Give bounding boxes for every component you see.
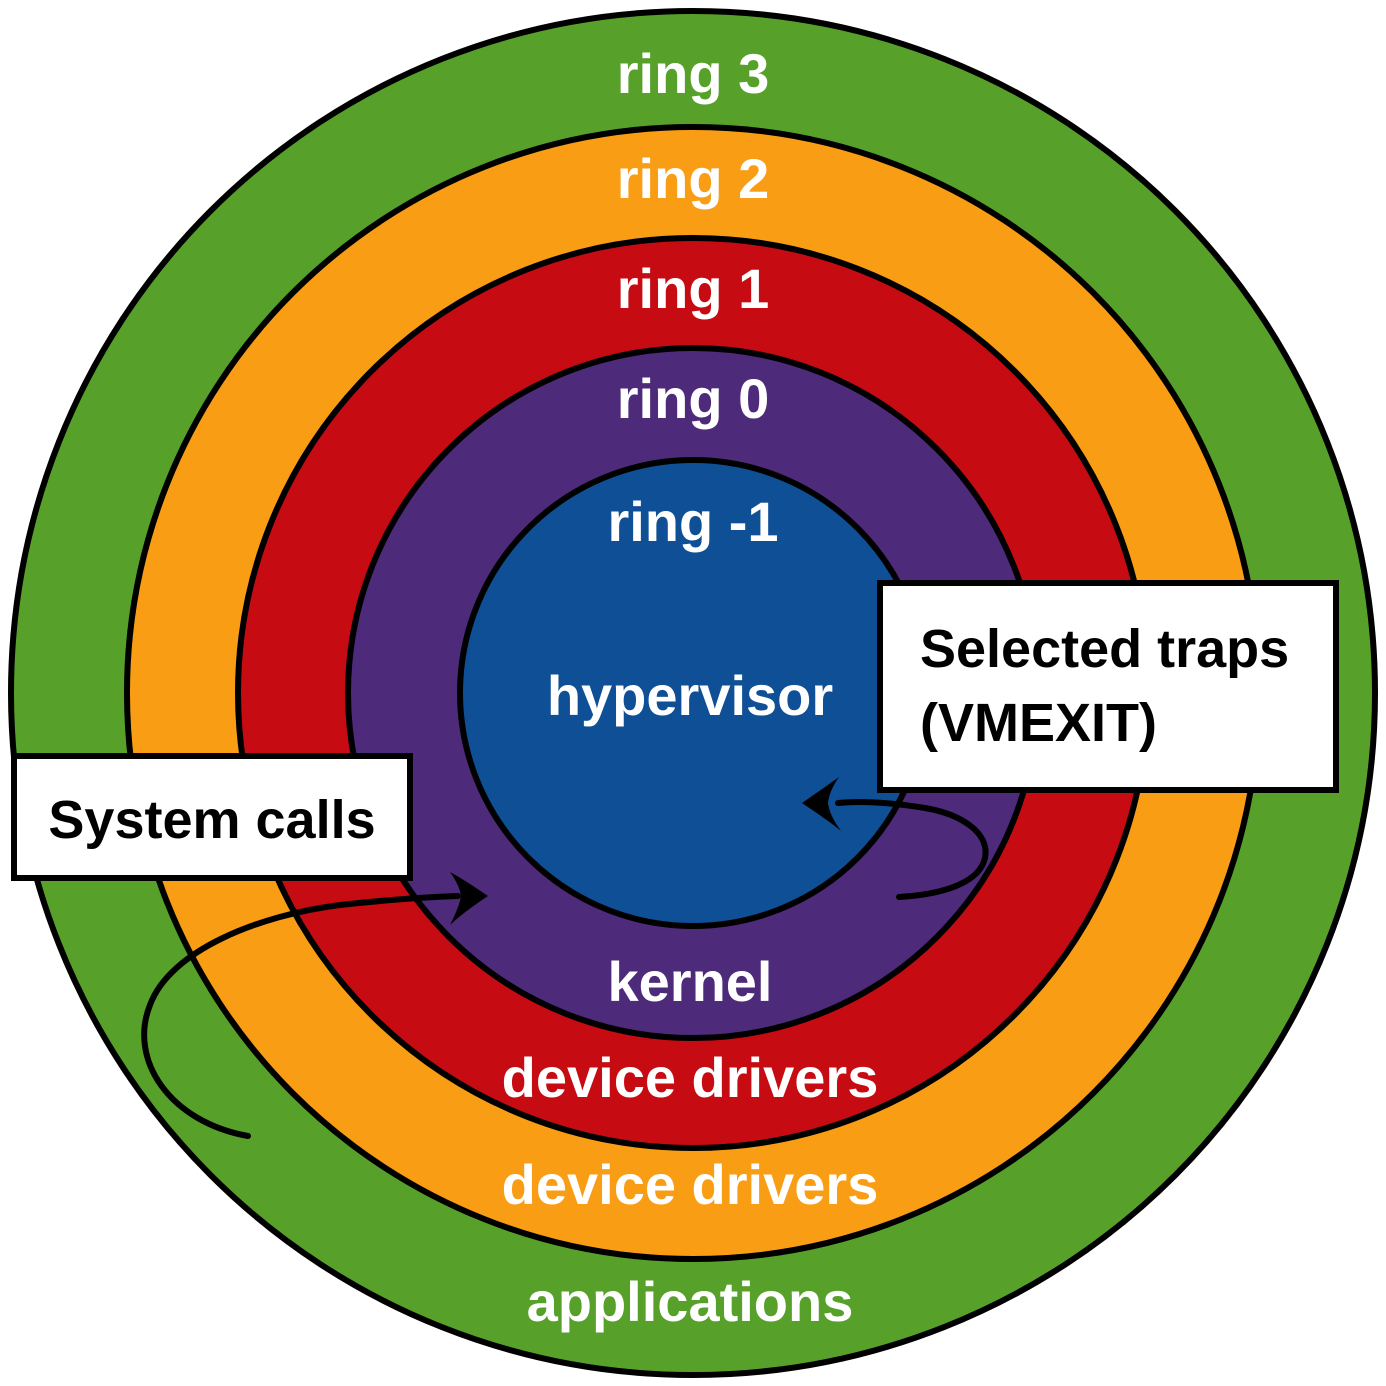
system-calls-arrow <box>141 893 461 1139</box>
vmexit-arrow <box>835 798 989 900</box>
system-calls-box-label: System calls <box>48 790 375 850</box>
device-drivers-ring2-label: device drivers <box>502 1153 879 1216</box>
ring-number-labels: ring 3 ring 2 ring 1 ring 0 ring -1 <box>607 42 778 553</box>
applications-label: applications <box>527 1270 854 1333</box>
selected-traps-box-line1: Selected traps <box>920 619 1289 679</box>
device-drivers-ring1-label: device drivers <box>502 1046 879 1109</box>
ring-zone-labels: hypervisor kernel device drivers device … <box>502 664 879 1333</box>
ring-bands <box>8 8 1378 1378</box>
selected-traps-box <box>877 580 1339 793</box>
vmexit-arrowhead <box>802 777 841 831</box>
arrows <box>141 777 989 1139</box>
callouts: System calls Selected traps (VMEXIT) <box>11 580 1339 881</box>
system-calls-arrowhead <box>450 872 488 925</box>
selected-traps-box-line2: (VMEXIT) <box>920 693 1157 753</box>
ring-0-label: ring 0 <box>617 367 769 430</box>
hypervisor-label: hypervisor <box>547 664 833 727</box>
ring-1-label: ring 1 <box>617 257 769 320</box>
kernel-label: kernel <box>608 950 773 1013</box>
ring-minus1-label: ring -1 <box>607 490 778 553</box>
ring-2-label: ring 2 <box>617 147 769 210</box>
ring-3-label: ring 3 <box>617 42 769 105</box>
system-calls-box <box>11 753 413 881</box>
